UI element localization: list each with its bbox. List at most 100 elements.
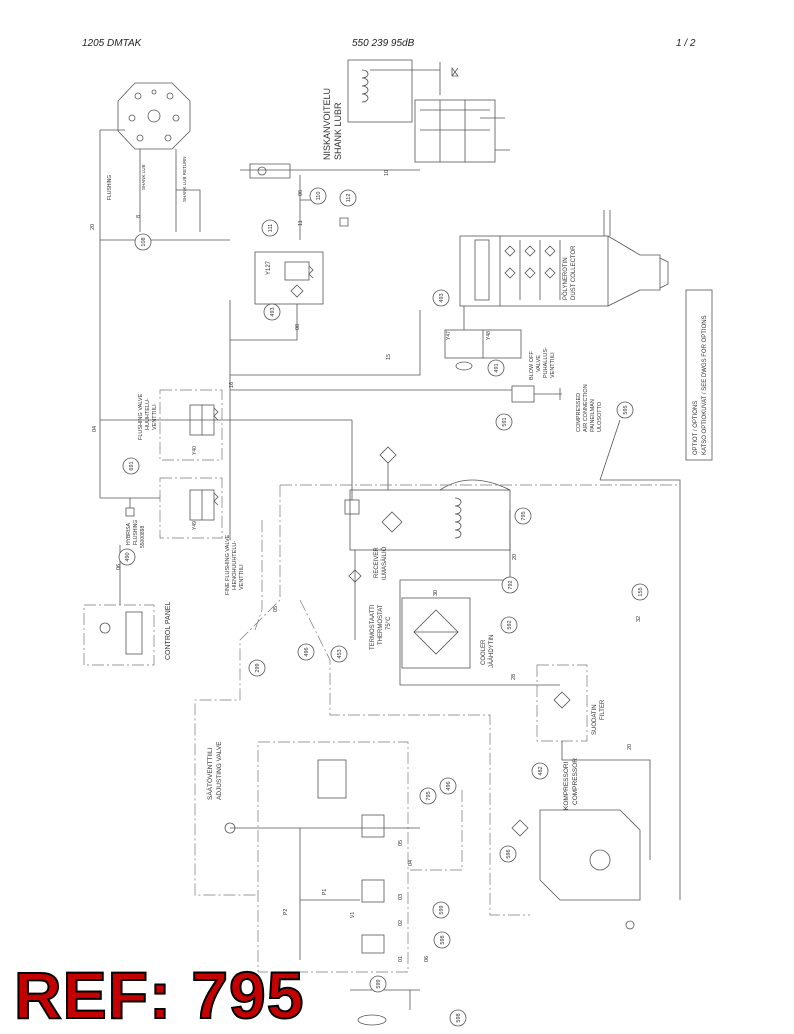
valve-y40-label: Y40 bbox=[192, 446, 198, 455]
line-number-label: 30 bbox=[433, 590, 439, 596]
filter: SUODATIN FILTER bbox=[536, 664, 606, 742]
callout-bubble: 599 bbox=[369, 975, 387, 993]
receiver-label-1: RECEIVER bbox=[374, 547, 380, 578]
valve-y127-label: Y127 bbox=[266, 260, 272, 275]
line-number-label: 05 bbox=[273, 606, 279, 612]
reference-bubbles: 1081101111124934935915954914906917951557… bbox=[118, 187, 649, 1027]
callout-bubble-label: 598 bbox=[456, 1013, 462, 1022]
dust-collector-label-fi: PÖLYNEROTIN bbox=[562, 257, 569, 300]
line-number-label: 04 bbox=[408, 860, 414, 866]
callout-bubble: 493 bbox=[432, 289, 450, 307]
fine-flushing-valve: Y49 FINE FLUSHING VALVE HIENOHUUHTELU- V… bbox=[159, 477, 245, 595]
callout-bubble-label: 598 bbox=[440, 935, 446, 944]
callout-bubble-label: 299 bbox=[255, 663, 261, 672]
callout-bubble: 596 bbox=[499, 845, 517, 863]
valve-y47-label: Y47 bbox=[446, 331, 452, 340]
fine-flushing-label-2: HIENOHUUHTELU- bbox=[232, 541, 238, 590]
compressor-label-2: COMPRESSOR bbox=[572, 758, 579, 805]
callout-bubble: 112 bbox=[339, 189, 357, 207]
receiver-tank: RECEIVER ILMASÄILIÖ bbox=[344, 479, 511, 580]
callout-bubble-label: 490 bbox=[125, 552, 131, 561]
line-numbers: 2081006110815160406053028322020010203040… bbox=[90, 170, 642, 962]
callout-bubble-label: 491 bbox=[494, 363, 500, 372]
fine-flushing-label-3: VENTTIILI bbox=[239, 564, 245, 590]
callout-bubble-label: 493 bbox=[439, 293, 445, 302]
line-number-label: 10 bbox=[384, 170, 390, 176]
cooler-label-1: COOLER bbox=[481, 639, 487, 665]
control-panel-label: CONTROL PANEL bbox=[165, 602, 172, 660]
callout-bubble: 482 bbox=[531, 762, 549, 780]
callout-bubble: 795 bbox=[514, 507, 532, 525]
callout-bubble: 598 bbox=[449, 1009, 467, 1027]
control-panel: CONTROL PANEL bbox=[83, 602, 172, 666]
header-page-number: 1 / 2 bbox=[676, 38, 696, 49]
reference-badge: REF: 795 bbox=[13, 958, 305, 1032]
callout-bubble-label: 493 bbox=[270, 307, 276, 316]
callout-bubble: 110 bbox=[309, 187, 327, 205]
valve-v1-label: V1 bbox=[350, 912, 356, 918]
line-number-label: 08 bbox=[295, 324, 301, 330]
valve-y49-label: Y49 bbox=[192, 521, 198, 530]
callout-bubble-label: 596 bbox=[506, 849, 512, 858]
adjusting-valve-block: SÄÄTÖVENTTIILI ADJUSTING VALVE P2 P1 V1 bbox=[206, 741, 420, 973]
callout-bubble: 155 bbox=[631, 583, 649, 601]
line-number-label: 04 bbox=[92, 426, 98, 432]
callout-bubble: 496 bbox=[297, 643, 315, 661]
svg-text:HYBRISA: HYBRISA bbox=[126, 522, 132, 545]
blow-off-label-4: VENTTIILI bbox=[550, 352, 556, 378]
svg-text:55000898: 55000898 bbox=[140, 526, 146, 548]
flushing-valve: Y40 FLUSHING VALVE HUUHTELU- VENTTIILI bbox=[138, 389, 223, 461]
pump-p1-label: P1 bbox=[322, 889, 328, 895]
callout-bubble-label: 482 bbox=[538, 766, 544, 775]
receiver-label-2: ILMASÄILIÖ bbox=[381, 546, 388, 580]
callout-bubble-label: 496 bbox=[446, 781, 452, 790]
shank-lubr-label-en: SHANK LUBR bbox=[333, 102, 343, 160]
valve-y127: Y127 bbox=[254, 251, 324, 305]
blow-off-label-2: VALVE bbox=[536, 355, 542, 372]
callout-bubble: 496 bbox=[439, 777, 457, 795]
flushing-hose-label: FLUSHING bbox=[107, 175, 113, 200]
callout-bubble: 490 bbox=[118, 548, 136, 566]
line-number-label: 06 bbox=[298, 190, 304, 196]
callout-bubble: 108 bbox=[134, 233, 152, 251]
callout-bubble: 591 bbox=[495, 413, 513, 431]
line-number-label: 20 bbox=[627, 744, 633, 750]
hybrid-hose-label: HYBRISA FLUSHING 55000898 bbox=[126, 520, 146, 548]
callout-bubble-label: 110 bbox=[316, 192, 322, 201]
callout-bubble-label: 108 bbox=[141, 237, 147, 246]
callout-bubble-label: 112 bbox=[346, 194, 352, 203]
callout-bubble-label: 592 bbox=[507, 620, 513, 629]
cooler: COOLER JÄÄHDYTIN bbox=[401, 597, 495, 669]
callout-bubble-label: 792 bbox=[508, 580, 514, 589]
line-number-label: 02 bbox=[398, 920, 404, 926]
callout-bubble: 493 bbox=[263, 303, 281, 321]
line-number-label: 16 bbox=[229, 382, 235, 388]
line-number-label: 32 bbox=[636, 616, 642, 622]
shank-lub-small-label: SHANK LUB bbox=[141, 164, 146, 190]
callout-bubble-label: 795 bbox=[521, 511, 527, 520]
callout-bubble: 592 bbox=[500, 616, 518, 634]
line-number-label: 05 bbox=[398, 840, 404, 846]
svg-text:FLUSHING: FLUSHING bbox=[133, 520, 139, 545]
dust-collector-label-en: DUST COLLECTOR bbox=[571, 245, 577, 300]
flushing-valve-label-3: VENTTIILI bbox=[152, 404, 158, 430]
callout-bubble: 599 bbox=[432, 901, 450, 919]
callout-bubble-label: 599 bbox=[439, 905, 445, 914]
callout-bubble-label: 595 bbox=[623, 405, 629, 414]
cooler-label-2: JÄÄHDYTIN bbox=[488, 635, 495, 668]
thermostat-label-1: TERMOSTAATTI bbox=[370, 604, 376, 650]
callout-bubble: 595 bbox=[616, 401, 634, 419]
dust-collector: PÖLYNEROTIN DUST COLLECTOR bbox=[459, 210, 669, 307]
thermostat-label-3: 75°C bbox=[386, 616, 392, 630]
line-number-label: 20 bbox=[512, 554, 518, 560]
thermostat-label-2: THERMOSTAT bbox=[378, 604, 384, 645]
compressed-air-label-2: AIR CONNECTION bbox=[583, 384, 589, 432]
compressed-air-label-4: ULOSOTTO bbox=[597, 401, 603, 432]
callout-bubble-label: 496 bbox=[304, 647, 310, 656]
line-number-label: 15 bbox=[386, 354, 392, 360]
line-number-label: 06 bbox=[424, 956, 430, 962]
callout-bubble: 299 bbox=[248, 659, 266, 677]
callout-bubble-label: 795 bbox=[426, 791, 432, 800]
compressor-label-1: KOMPRESSORI bbox=[563, 761, 570, 810]
blow-off-valve: Y47 Y48 BLOW OFF VALVE PUHALLUS- VENTTII… bbox=[444, 329, 556, 380]
